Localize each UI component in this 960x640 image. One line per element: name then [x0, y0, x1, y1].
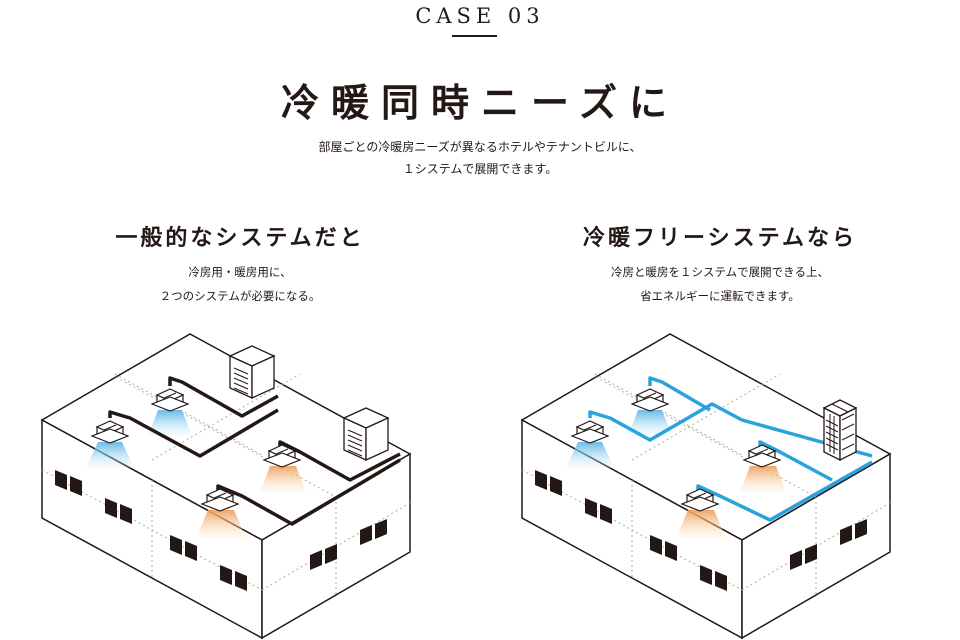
- warm-airflow: [196, 466, 306, 538]
- outdoor-unit-icon: [229, 345, 275, 399]
- lead-line-1: 部屋ごとの冷暖房ニーズが異なるホテルやテナントビルに、: [318, 140, 642, 154]
- free-desc-line-1: 冷房と暖房を１システムで展開できる上、: [611, 265, 829, 279]
- conventional-desc-line-2: ２つのシステムが必要になる。: [159, 289, 321, 303]
- case-label-underline: [452, 35, 497, 37]
- conventional-system-desc: 冷房用・暖房用に、 ２つのシステムが必要になる。: [0, 260, 480, 308]
- outdoor-unit-icon: [343, 407, 389, 461]
- conventional-system-illustration: [40, 333, 412, 640]
- free-system-illustration: [520, 333, 892, 640]
- case-label: CASE 03: [415, 4, 545, 28]
- cool-airflow: [86, 410, 192, 468]
- lead-line-2: １システムで展開できます。: [402, 162, 558, 176]
- conventional-system-title: 一般的なシステムだと: [115, 225, 365, 251]
- cool-airflow: [566, 410, 672, 468]
- free-system-desc: 冷房と暖房を１システムで展開できる上、 省エネルギーに運転できます。: [480, 260, 960, 308]
- lead-text: 部屋ごとの冷暖房ニーズが異なるホテルやテナントビルに、 １システムで展開できます…: [0, 136, 960, 180]
- heat-recovery-unit: [823, 399, 857, 461]
- free-desc-line-2: 省エネルギーに運転できます。: [640, 289, 800, 303]
- free-system-title: 冷暖フリーシステムなら: [583, 225, 857, 251]
- refrigerant-piping: [588, 376, 873, 522]
- refrigerant-piping: [108, 376, 401, 526]
- warm-airflow: [676, 466, 786, 538]
- heat-recovery-unit-icon: [823, 399, 857, 461]
- page-title: 冷暖同時ニーズに: [280, 80, 680, 125]
- conventional-desc-line-1: 冷房用・暖房用に、: [188, 265, 292, 279]
- building-shell: [520, 333, 892, 640]
